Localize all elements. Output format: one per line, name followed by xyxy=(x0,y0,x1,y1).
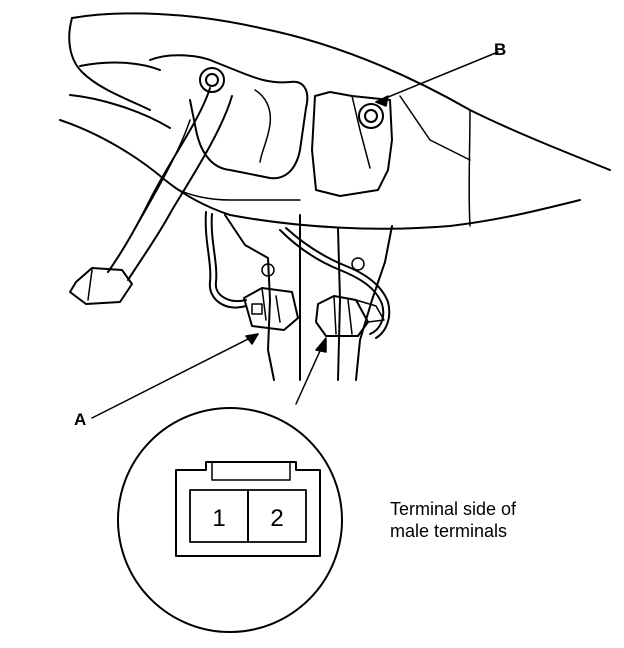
pin-number-1: 1 xyxy=(212,505,225,532)
detail-caption: Terminal side of male terminals xyxy=(390,498,516,542)
pin-number-2: 2 xyxy=(270,505,283,532)
leader-line-a xyxy=(91,333,259,419)
terminal-cavity-2 xyxy=(247,489,307,543)
wiring-harness xyxy=(204,211,391,339)
bracket-bolt-b xyxy=(358,103,384,129)
switch-connector xyxy=(315,295,385,337)
caption-line-1: Terminal side of xyxy=(390,499,517,519)
callout-label-a: A xyxy=(74,410,87,429)
pedal-pad xyxy=(69,267,133,305)
support-post xyxy=(224,214,393,381)
detail-pointer xyxy=(295,337,327,405)
callout-label-b: B xyxy=(494,40,507,59)
pedal-arm xyxy=(69,87,233,305)
leader-line-b xyxy=(375,51,499,107)
caption-line-2: male terminals xyxy=(390,521,508,541)
pedal-bracket-body xyxy=(59,12,611,230)
detail-circle xyxy=(117,407,343,633)
connector-face xyxy=(175,461,321,557)
mounting-bracket xyxy=(149,54,393,197)
connector-a xyxy=(243,287,299,331)
bracket-bolt-upper xyxy=(199,67,225,93)
